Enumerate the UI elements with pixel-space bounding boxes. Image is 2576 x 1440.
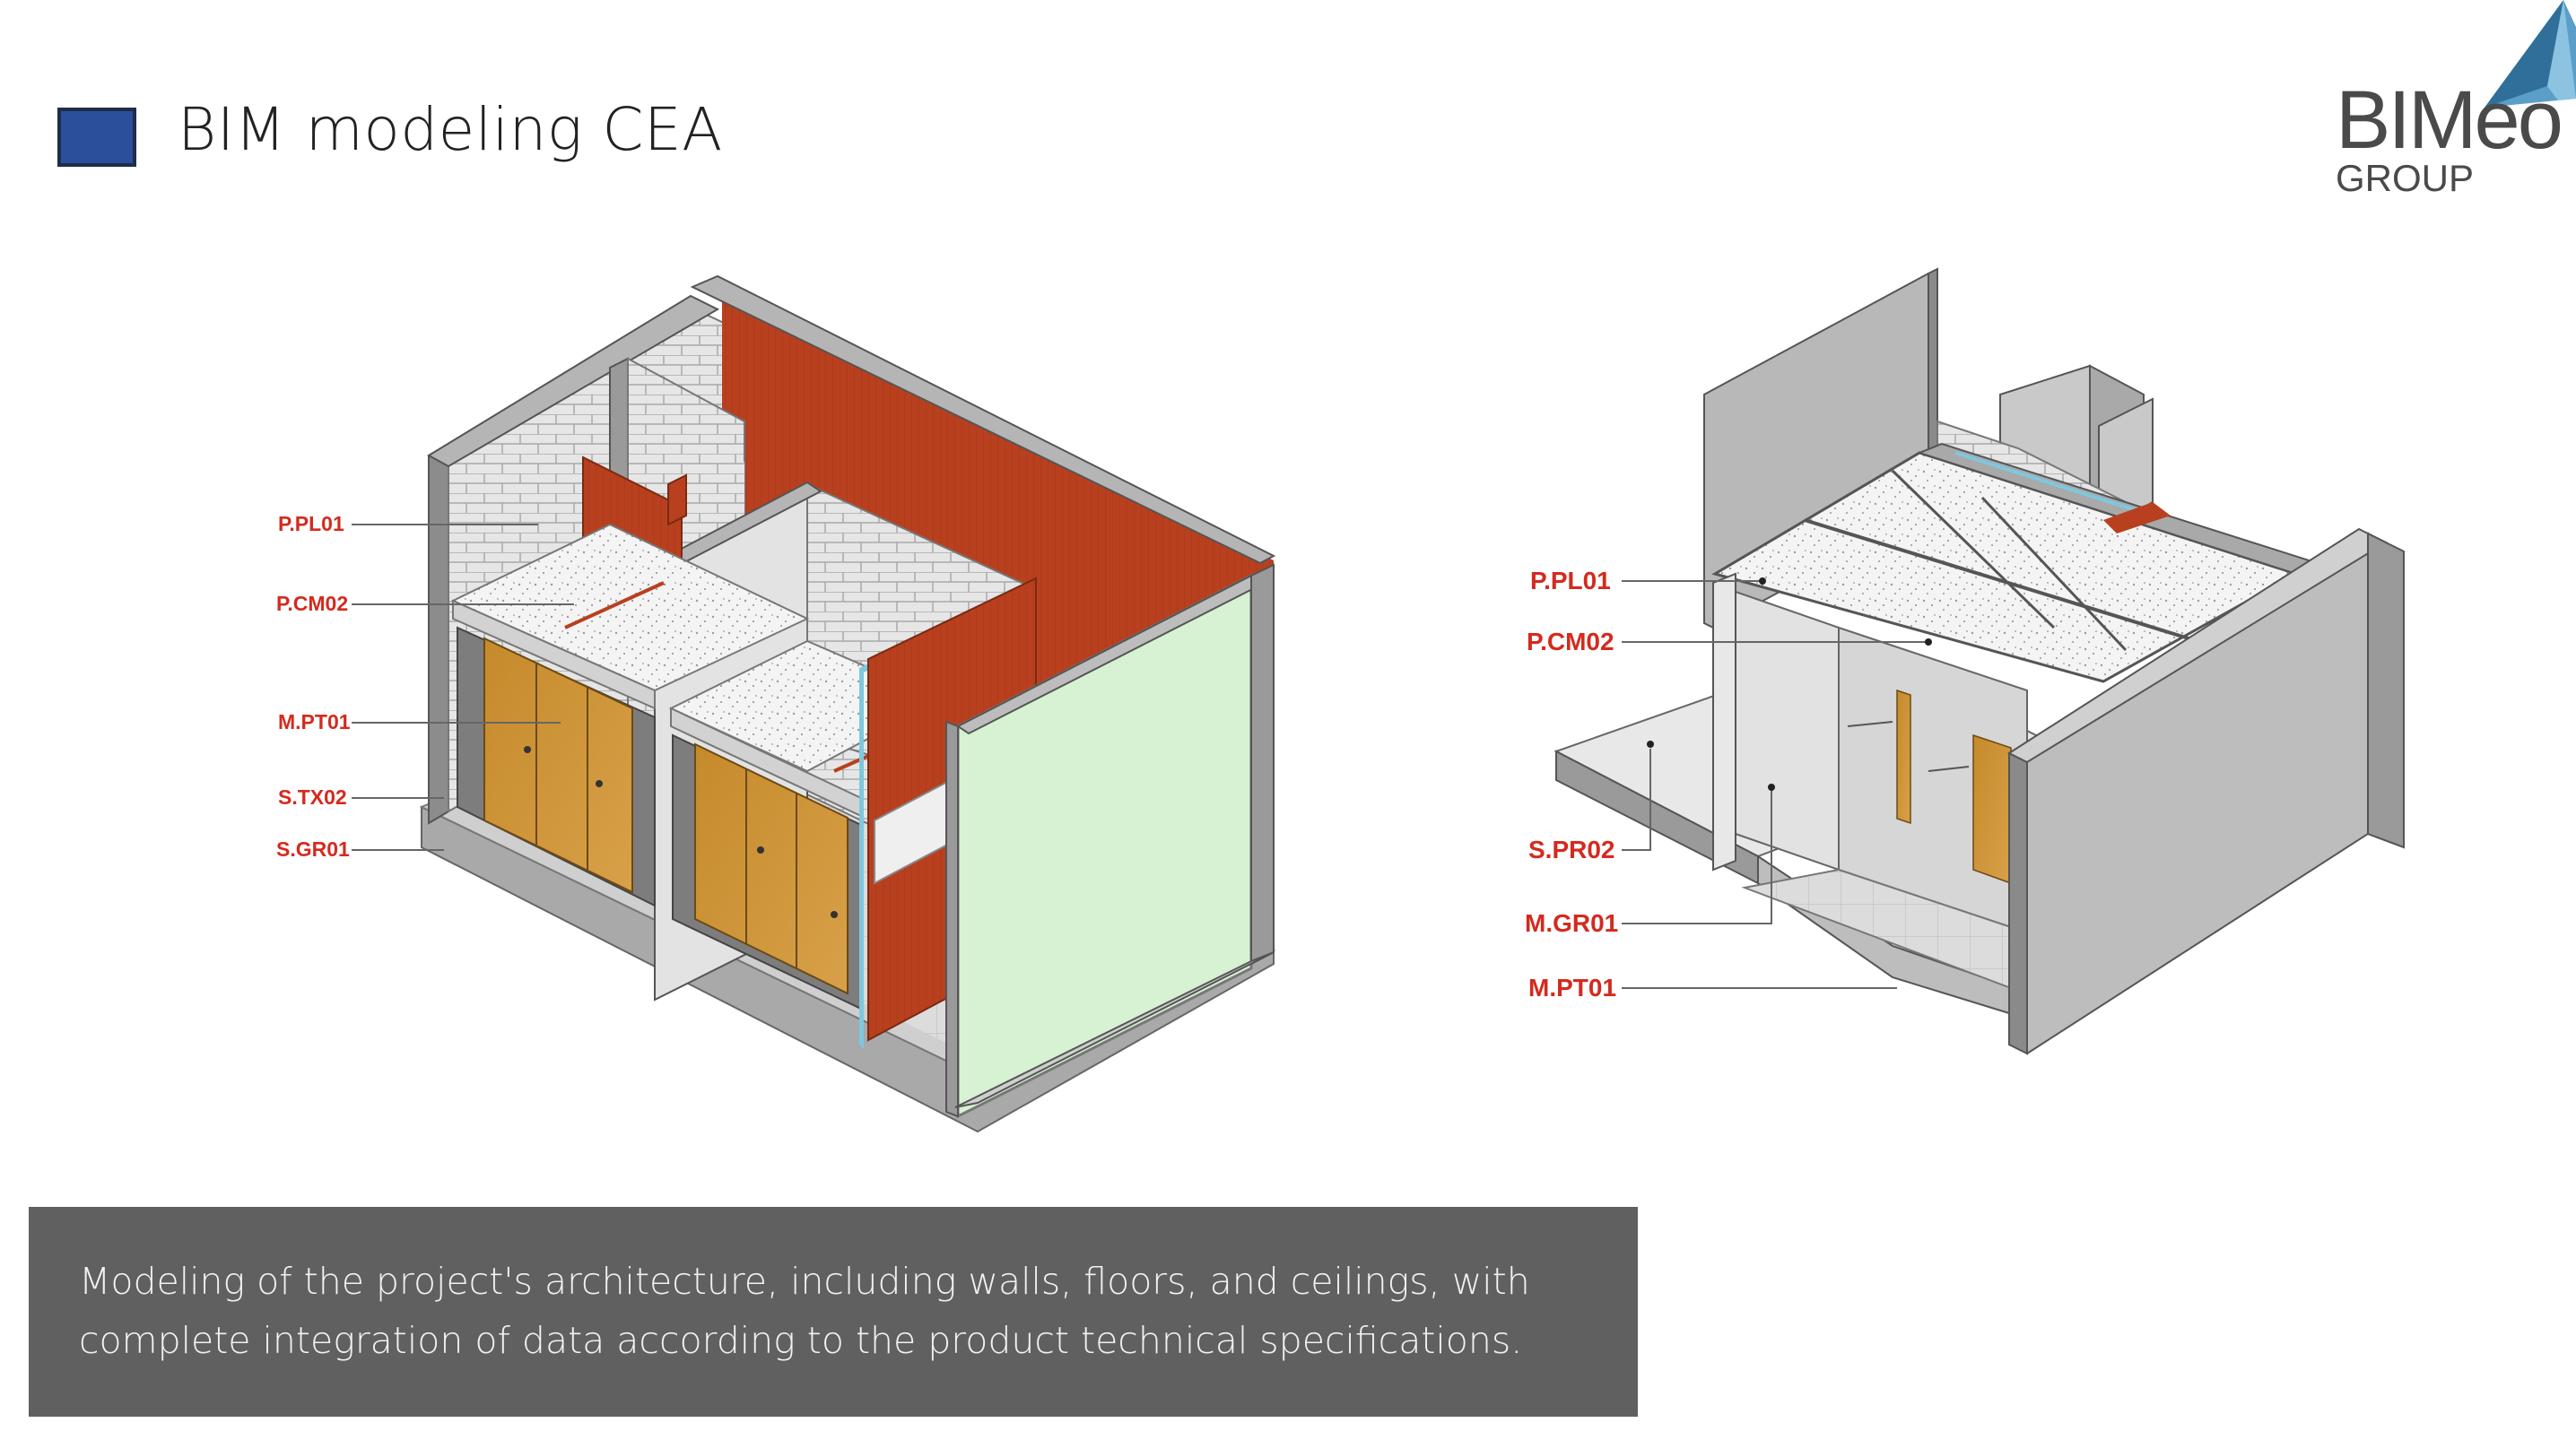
right-building-model <box>1553 267 2405 1055</box>
callout-right-ppl01: P.PL01 <box>1530 567 1611 594</box>
callout-right-spr02: S.PR02 <box>1528 836 1615 863</box>
bimeo-logo-icon <box>2485 0 2576 108</box>
title-color-swatch <box>57 108 136 167</box>
callout-left-sgr01: S.GR01 <box>276 837 350 861</box>
left-building-model <box>419 274 1276 1133</box>
callout-left-pcm02: P.CM02 <box>276 592 349 615</box>
callout-leaders <box>352 524 1928 989</box>
caption-line-2: complete integration of data according t… <box>79 1319 1523 1362</box>
callout-right-pcm02: P.CM02 <box>1527 628 1614 655</box>
logo-subtitle: GROUP <box>2336 157 2475 199</box>
callout-left-ppl01: P.PL01 <box>278 512 344 535</box>
callout-right-mpt01: M.PT01 <box>1528 974 1617 1002</box>
callout-left-mpt01: M.PT01 <box>278 710 351 733</box>
caption-line-1: Modeling of the project's architecture, … <box>79 1260 1530 1303</box>
callout-dots <box>1647 577 1932 791</box>
page-title: BIM modeling CEA <box>178 95 723 164</box>
callout-right-mgr01: M.GR01 <box>1525 909 1619 937</box>
logo-wordmark: BIMeo <box>2336 74 2563 166</box>
description-caption: Modeling of the project's architecture, … <box>29 1207 1638 1417</box>
callout-left-stx02: S.TX02 <box>278 785 347 809</box>
